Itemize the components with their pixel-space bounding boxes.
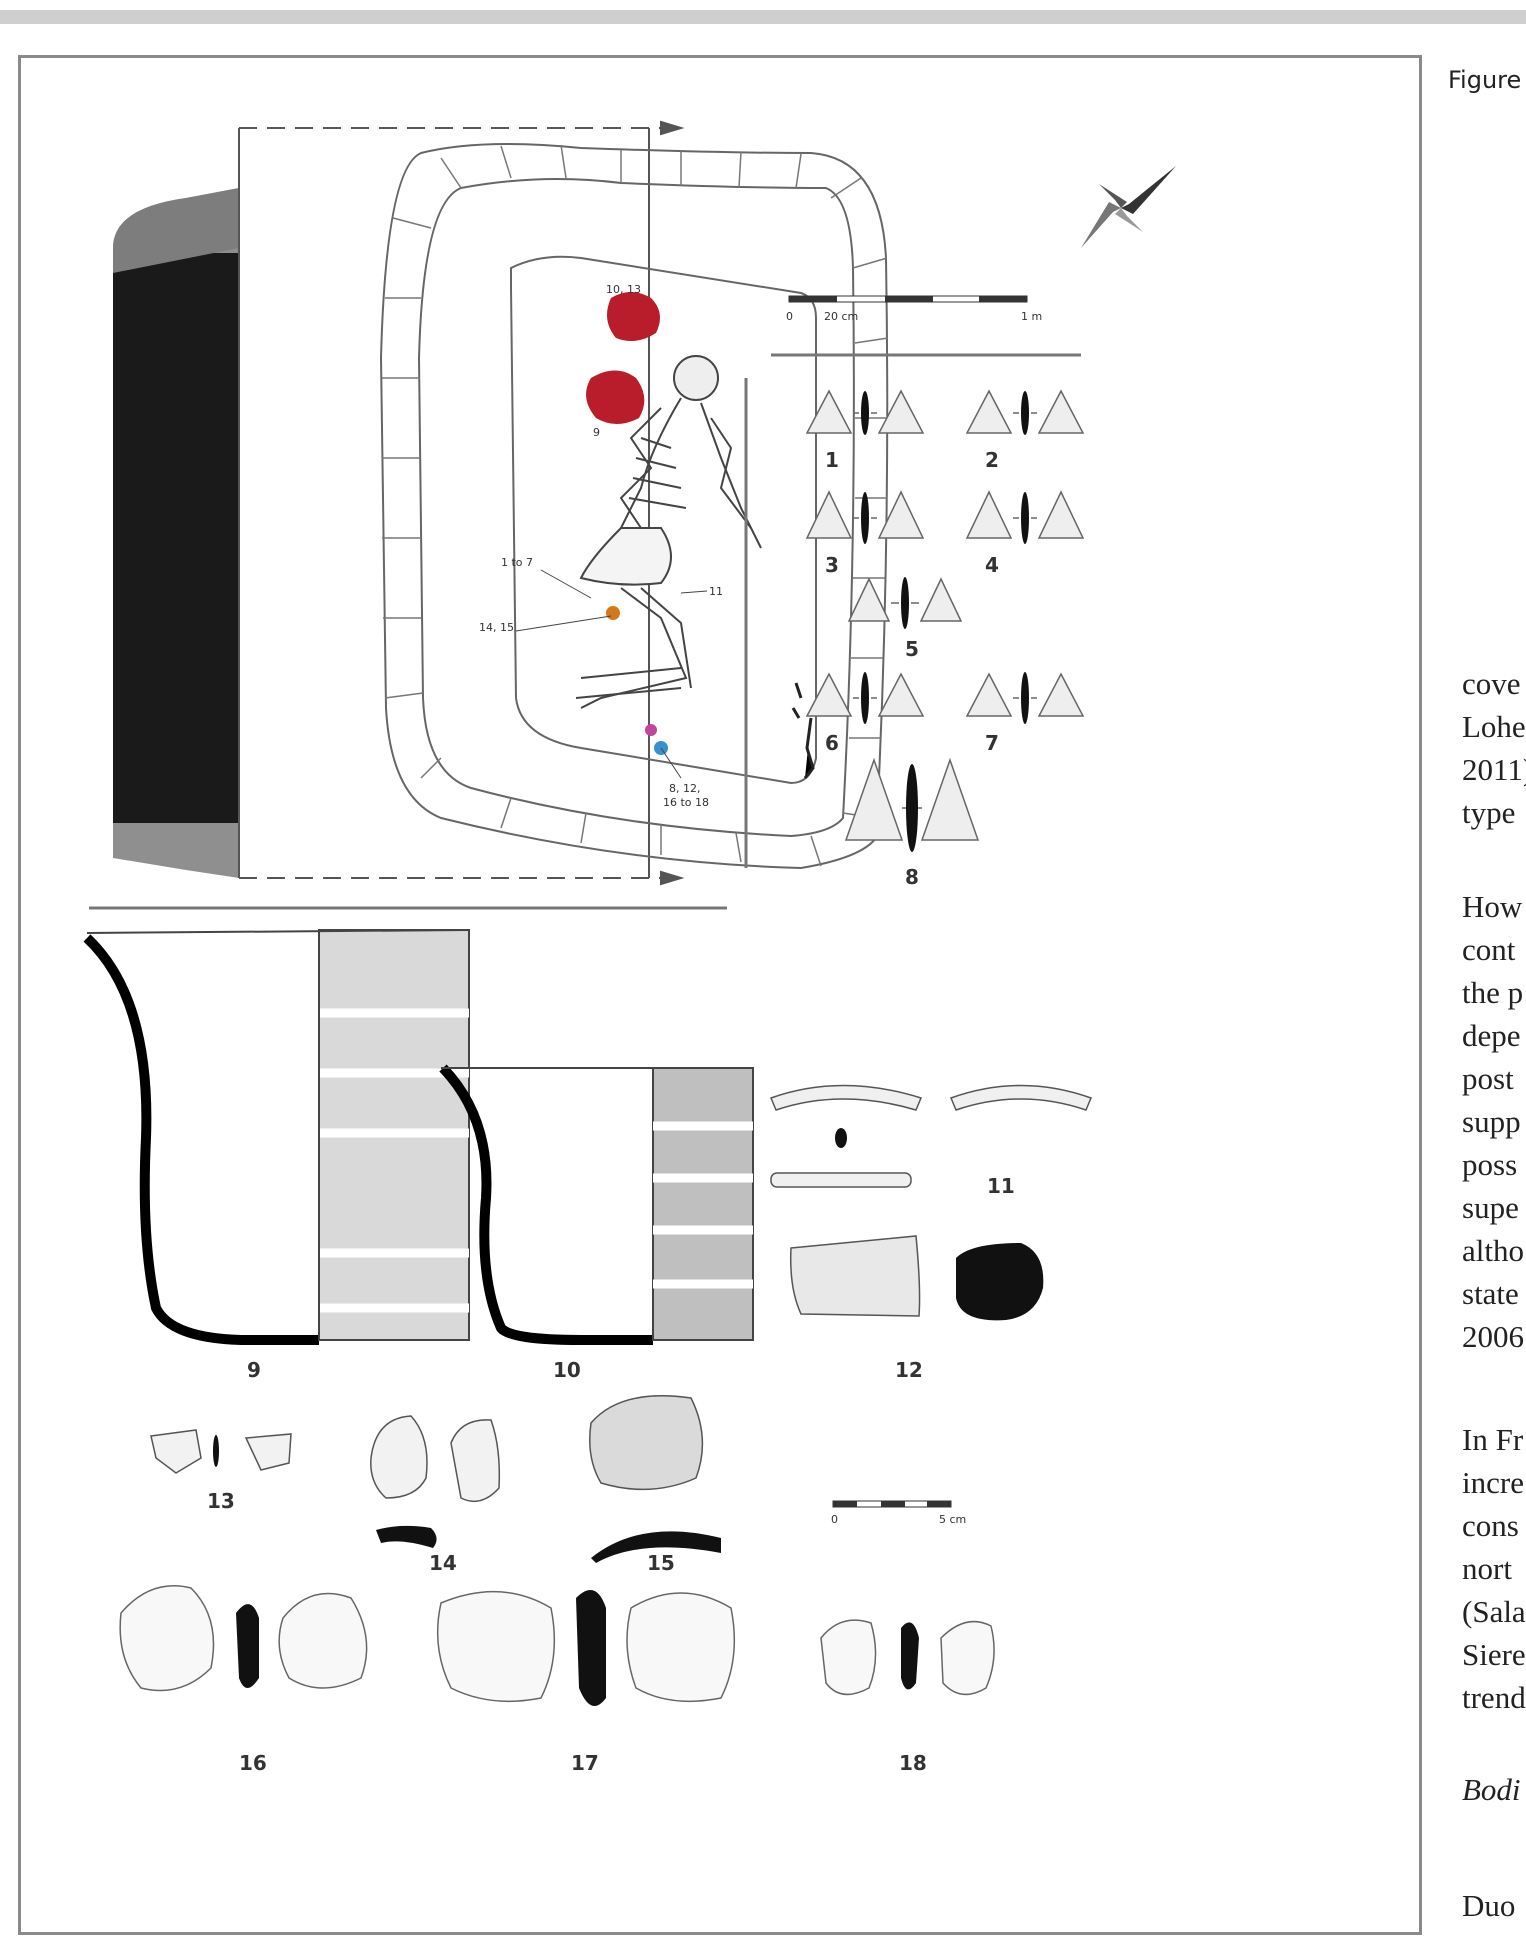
- figure-illustration: 10, 13 9 1 to 7 11 14, 15 8, 12, 16 to 1…: [83, 120, 1176, 1775]
- artifact-number: 14: [429, 1551, 457, 1575]
- artifact-number: 2: [985, 448, 999, 472]
- flints-16-18: [119, 1585, 995, 1706]
- text-line: How: [1462, 889, 1523, 924]
- body-paragraph-1: cove Lohe 2011) type: [1462, 662, 1526, 834]
- body-paragraph-3: In Fr incre cons nort (Sala Siere trend: [1462, 1418, 1526, 1719]
- text-line: depe: [1462, 1018, 1521, 1053]
- scale-large-end: 1 m: [1021, 310, 1042, 323]
- figure-panel: 10, 13 9 1 to 7 11 14, 15 8, 12, 16 to 1…: [18, 55, 1422, 1935]
- plan-label-16-to-18: 16 to 18: [663, 796, 709, 809]
- artifact-number: 3: [825, 553, 839, 577]
- grave-section-profile: [113, 188, 239, 878]
- scale-large-zero: 0: [786, 310, 793, 323]
- text-line: supe: [1462, 1190, 1519, 1225]
- panel-dividers: [89, 353, 1081, 910]
- artifact-number: 16: [239, 1751, 267, 1775]
- text-line: 2011): [1462, 752, 1526, 787]
- text-line: post: [1462, 1061, 1514, 1096]
- text-line: cove: [1462, 666, 1521, 701]
- artifact-number: 17: [571, 1751, 599, 1775]
- artifact-number: 6: [825, 731, 839, 755]
- stone-12: [789, 1235, 1044, 1321]
- text-line: incre: [1462, 1465, 1524, 1500]
- artifact-number: 13: [207, 1489, 235, 1513]
- artifact-number-labels: 1 2 3 4 5 6 7 8 9 10 11 12 13 14 15 16 1…: [207, 448, 1015, 1775]
- text-line: type: [1462, 795, 1516, 830]
- body-paragraph-4: Duo: [1462, 1884, 1515, 1927]
- text-line: altho: [1462, 1233, 1524, 1268]
- heading-text: Bodi: [1462, 1772, 1521, 1807]
- artifact-number: 4: [985, 553, 999, 577]
- text-line: cons: [1462, 1508, 1519, 1543]
- plan-label-14-15: 14, 15: [479, 621, 514, 634]
- skeleton-drawing: [575, 355, 762, 709]
- body-paragraph-2: How cont the p depe post supp poss supe …: [1462, 885, 1524, 1358]
- scale-large-mid: 20 cm: [824, 310, 858, 323]
- beaker-9: [83, 929, 470, 1345]
- plan-label-11: 11: [709, 585, 723, 598]
- finds-pots-plan: [586, 292, 815, 779]
- text-line: Duo: [1462, 1888, 1516, 1923]
- text-line: cont: [1462, 932, 1516, 967]
- arrowheads-1-8: [805, 389, 1085, 852]
- section-heading: Bodi: [1462, 1768, 1521, 1811]
- plan-label-9: 9: [593, 426, 600, 439]
- plan-label-10-13: 10, 13: [606, 283, 641, 296]
- north-arrow-icon: [1081, 166, 1176, 248]
- text-line: state: [1462, 1276, 1519, 1311]
- plan-frame: [238, 120, 685, 886]
- artifact-number: 8: [905, 865, 919, 889]
- text-line: Siere: [1462, 1637, 1526, 1672]
- top-divider-bar: [0, 10, 1526, 24]
- artifact-number: 1: [825, 448, 839, 472]
- scale-bar-small: 0 5 cm: [831, 1500, 966, 1526]
- text-line: supp: [1462, 1104, 1521, 1139]
- artifact-number: 12: [895, 1358, 923, 1382]
- bracer-11: [770, 1084, 1092, 1188]
- text-line: Lohe: [1462, 709, 1526, 744]
- artifact-number: 9: [247, 1358, 261, 1382]
- artifact-number: 15: [647, 1551, 675, 1575]
- text-line: In Fr: [1462, 1422, 1524, 1457]
- artifact-number: 7: [985, 731, 999, 755]
- artifact-number: 5: [905, 637, 919, 661]
- artifact-number: 18: [899, 1751, 927, 1775]
- text-line: 2006: [1462, 1319, 1524, 1354]
- plan-labels: 10, 13 9 1 to 7 11 14, 15 8, 12, 16 to 1…: [479, 283, 723, 809]
- text-line: (Sala: [1462, 1594, 1526, 1629]
- finds-13-15: [150, 1395, 721, 1563]
- figure-caption-label: Figure: [1448, 66, 1522, 94]
- artifact-number: 10: [553, 1358, 581, 1382]
- beaker-10: [439, 1064, 754, 1345]
- scale-bar-large: 0 20 cm 1 m: [786, 295, 1042, 323]
- plan-label-1-to-7: 1 to 7: [501, 556, 533, 569]
- artifact-number: 11: [987, 1174, 1015, 1198]
- text-line: trend: [1462, 1680, 1526, 1715]
- text-line: poss: [1462, 1147, 1518, 1182]
- plan-label-8-12: 8, 12,: [669, 782, 701, 795]
- scale-small-zero: 0: [831, 1513, 838, 1526]
- text-line: the p: [1462, 975, 1524, 1010]
- scale-small-end: 5 cm: [939, 1513, 966, 1526]
- grave-pit-plan: [379, 143, 889, 870]
- text-line: nort: [1462, 1551, 1512, 1586]
